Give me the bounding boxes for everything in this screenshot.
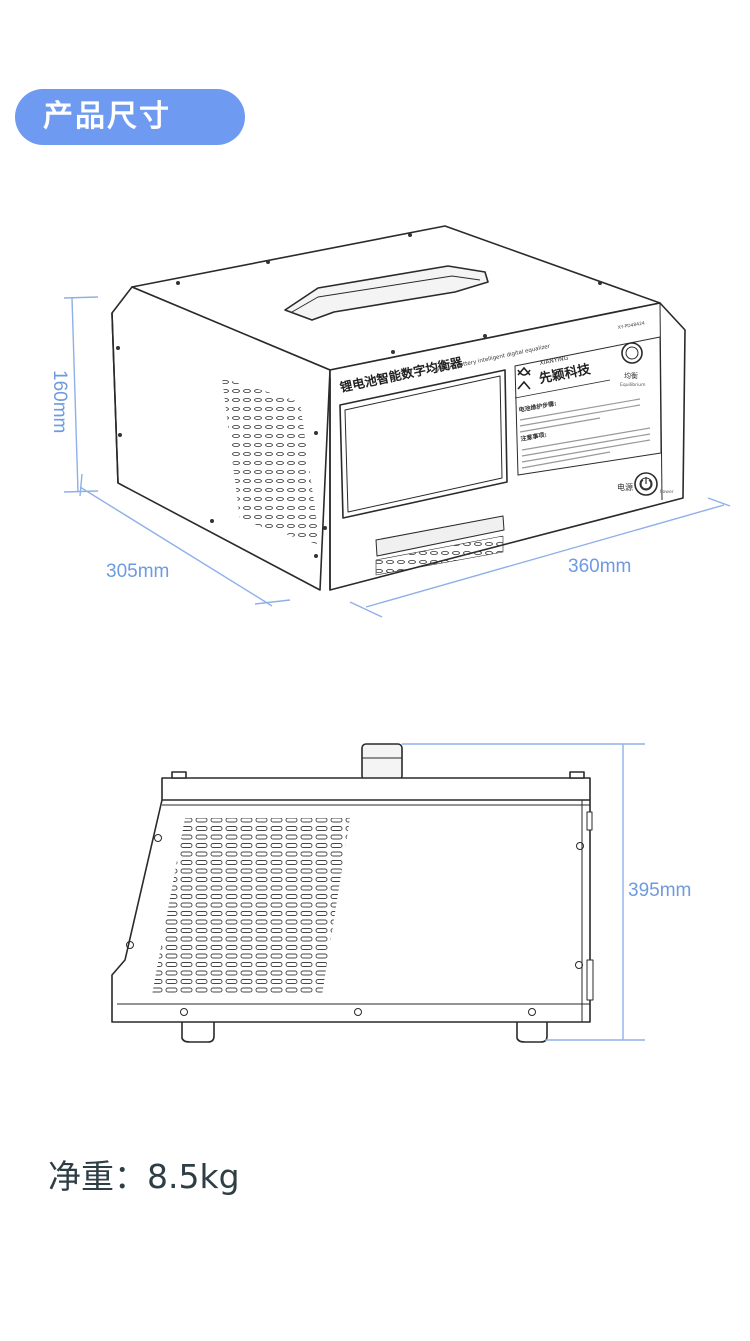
equalize-label-en: Equilibrium	[620, 382, 646, 388]
dimension-lines-side	[402, 743, 645, 1041]
net-weight: 净重：8.5kg	[48, 1157, 240, 1196]
power-icon[interactable]	[640, 477, 652, 490]
brand-logo-icon	[517, 366, 531, 390]
depth-dimension-label: 305mm	[106, 561, 170, 582]
equalize-label: 均衡	[624, 371, 638, 380]
notes-text-lines	[519, 398, 651, 469]
device-side-view	[111, 743, 594, 1043]
section-title-badge: 产品尺寸	[15, 89, 245, 145]
width-dimension-label: 360mm	[568, 556, 632, 577]
power-label: 电源	[617, 482, 633, 492]
height-dimension-label: 160mm	[49, 370, 70, 434]
power-label-en: Power	[660, 489, 674, 495]
model-number: XY-PD48424	[617, 320, 645, 331]
dimension-lines-3d	[63, 296, 731, 618]
side-height-dimension-label: 395mm	[628, 880, 692, 901]
device-3d-view	[111, 225, 686, 591]
